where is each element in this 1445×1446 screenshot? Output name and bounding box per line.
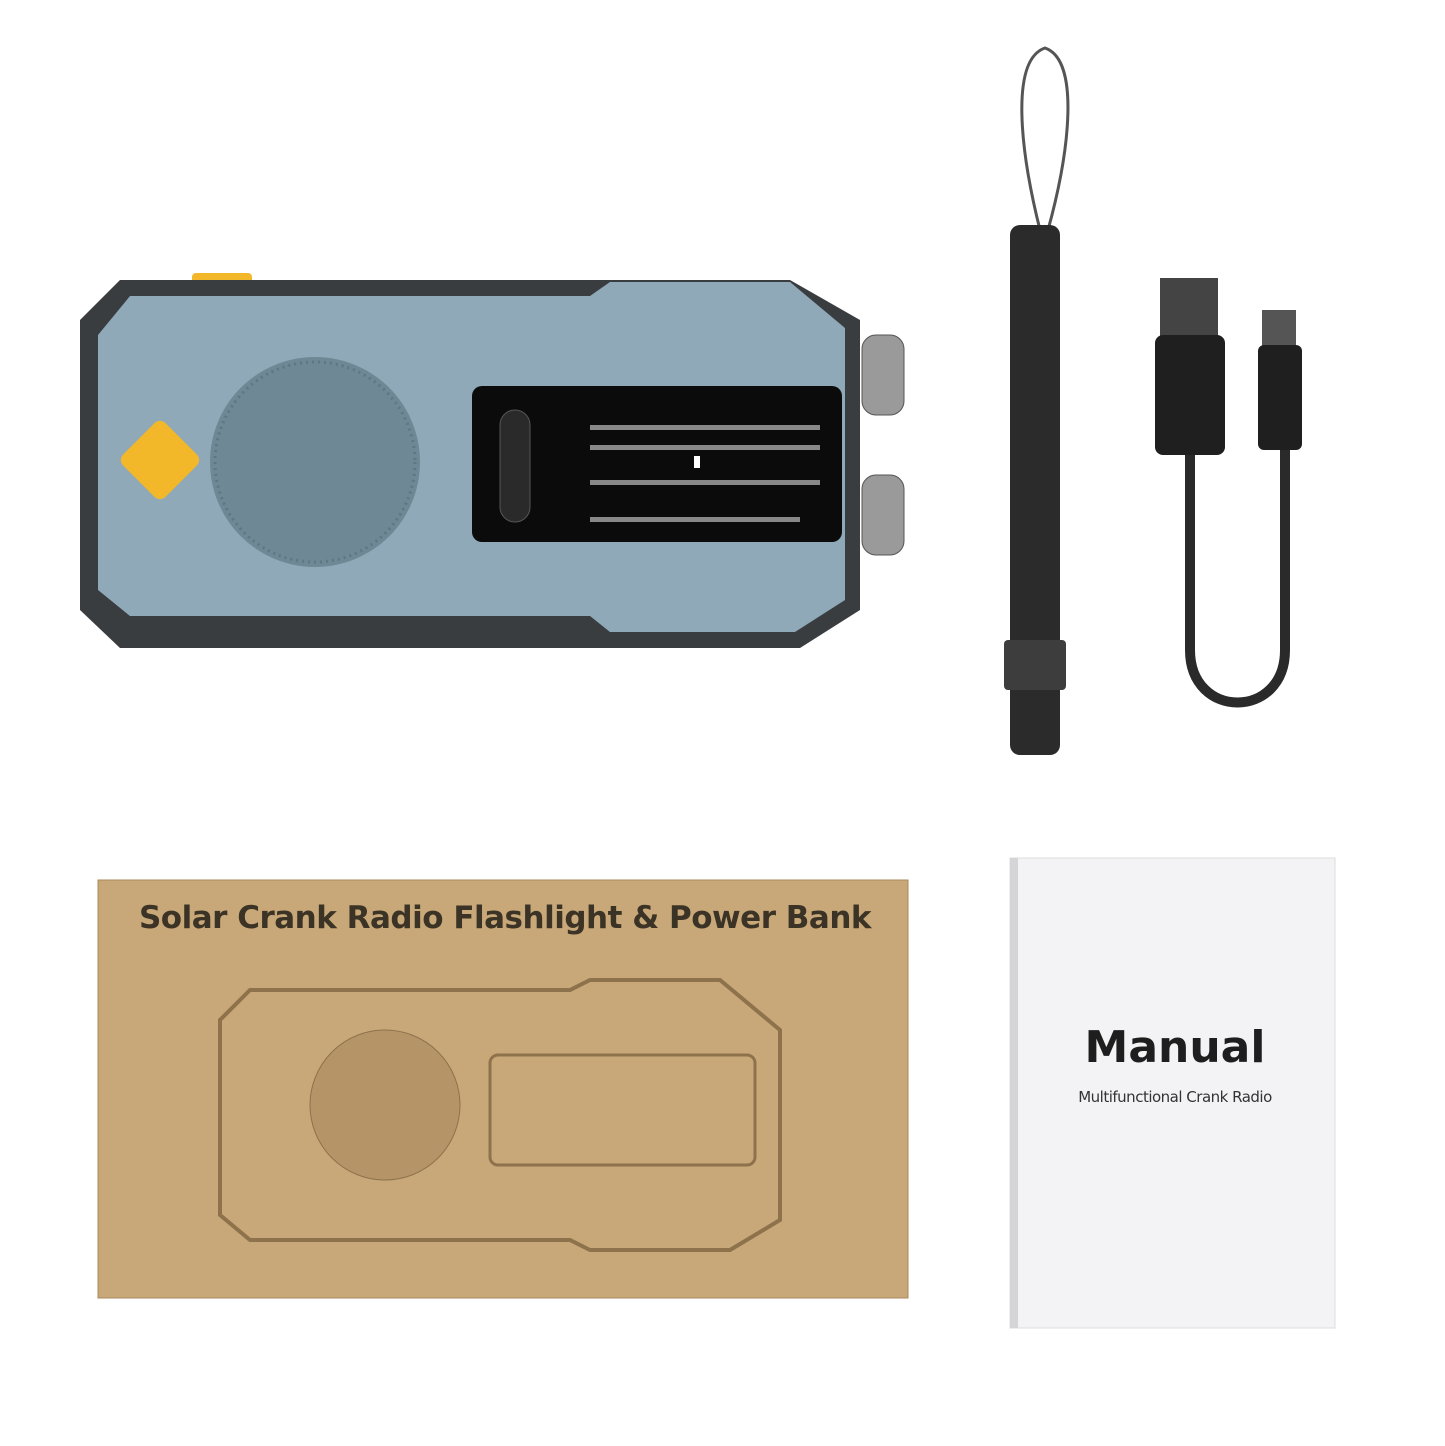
radio xyxy=(80,273,905,648)
volume-knob xyxy=(861,474,905,556)
wrist-strap xyxy=(1004,46,1070,755)
manual-title: Manual xyxy=(1084,1022,1266,1073)
usb-cable xyxy=(1155,278,1302,708)
manual-booklet xyxy=(1009,857,1336,1329)
manual-subtitle: Multifunctional Crank Radio xyxy=(1078,1088,1272,1106)
box-title: Solar Crank Radio Flashlight & Power Ban… xyxy=(138,900,872,936)
band-switch xyxy=(499,409,531,523)
tuning-knob xyxy=(861,334,905,416)
speaker-grille xyxy=(210,357,420,567)
tuning-needle xyxy=(694,456,700,468)
packaging-box xyxy=(97,879,909,1299)
sos-light-icon xyxy=(120,420,200,500)
